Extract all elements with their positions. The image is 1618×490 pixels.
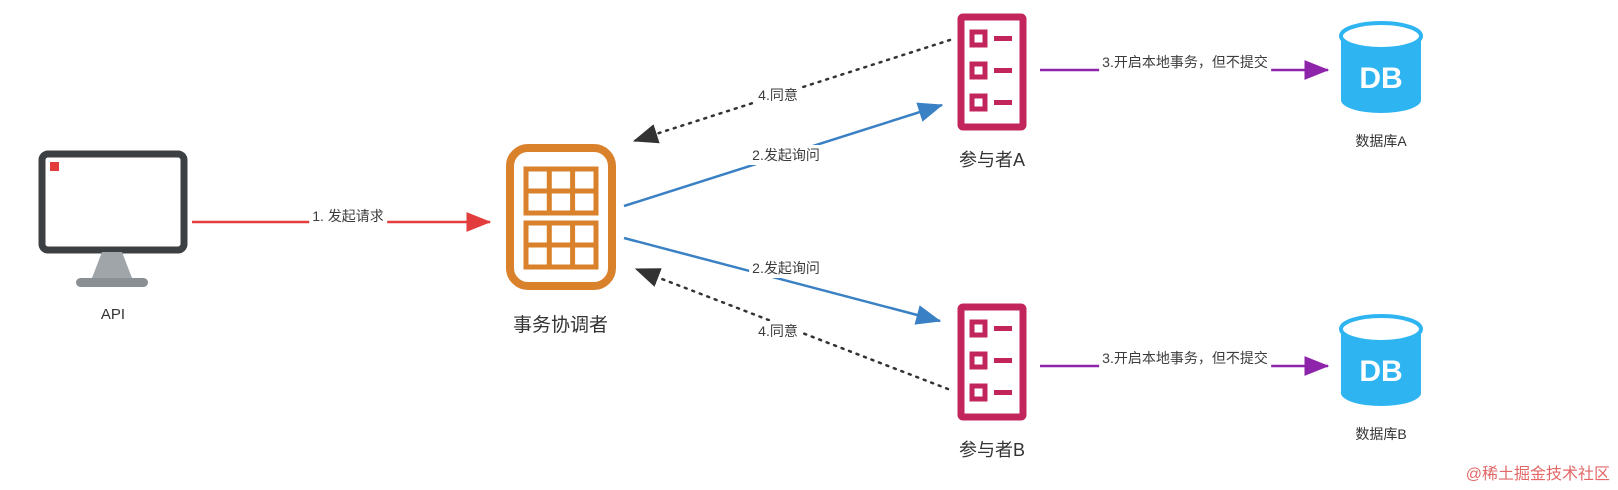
db-text: DB — [1359, 355, 1402, 388]
node-coordinator: 事务协调者 — [503, 143, 618, 337]
edge-label-local-tx-b: 3.开启本地事务，但不提交 — [1099, 348, 1271, 368]
edge-label-agree-a: 4.同意 — [755, 85, 801, 105]
edge-label-inquiry-a: 2.发起询问 — [749, 145, 823, 165]
node-db-a: DB 数据库A — [1337, 20, 1425, 151]
node-label-api: API — [100, 306, 126, 323]
node-label-db-b: 数据库B — [1355, 426, 1407, 442]
edge-inquiry-b-arrow — [623, 236, 942, 325]
edge-label-agree-b: 4.同意 — [755, 321, 801, 341]
node-label-participant-b: 参与者B — [958, 440, 1025, 460]
edge-label-local-tx-a: 3.开启本地事务，但不提交 — [1099, 52, 1271, 72]
edge-label-inquiry-b: 2.发起询问 — [749, 258, 823, 278]
node-label-participant-a: 参与者A — [958, 150, 1025, 170]
participant-list-icon — [957, 13, 1027, 136]
node-api: API — [38, 150, 188, 323]
edge-agree-a-arrow — [632, 38, 952, 144]
edge-label-request: 1. 发起请求 — [309, 206, 387, 226]
watermark: @稀土掘金技术社区 — [1465, 466, 1610, 483]
node-label-coordinator: 事务协调者 — [512, 315, 608, 336]
database-cylinder-icon: DB — [1337, 20, 1425, 123]
monitor-icon — [38, 150, 188, 300]
node-participant-a: 参与者A — [956, 13, 1028, 172]
node-participant-b: 参与者B — [956, 303, 1028, 462]
database-cylinder-icon: DB — [1337, 313, 1425, 416]
node-db-b: DB 数据库B — [1337, 313, 1425, 444]
coordinator-table-icon — [505, 143, 617, 296]
participant-list-icon — [957, 303, 1027, 426]
db-text: DB — [1359, 62, 1402, 95]
node-label-db-a: 数据库A — [1355, 133, 1407, 149]
